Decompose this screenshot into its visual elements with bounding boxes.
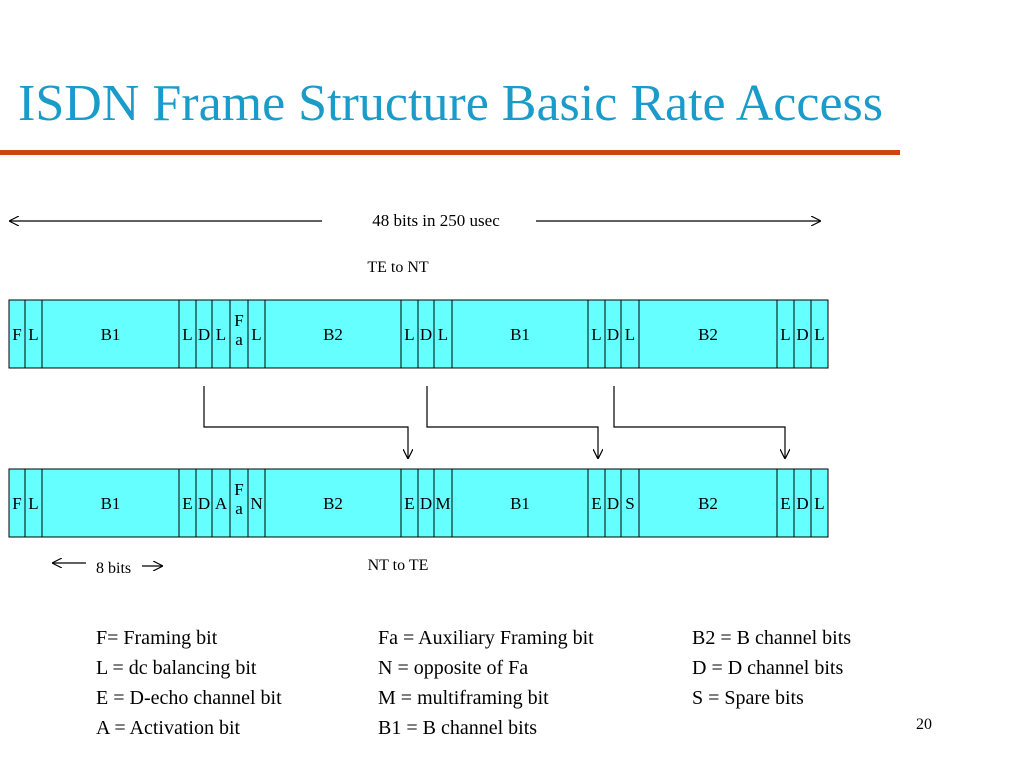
te-to-nt-cell	[810, 299, 829, 369]
legend-item: B1 = B channel bits	[378, 717, 538, 739]
nt-to-te-cell-label: F	[12, 494, 21, 513]
nt-to-te-cell	[638, 468, 778, 538]
connector-arrow-2	[426, 386, 598, 458]
legend-item: S = Spare bits	[692, 687, 804, 709]
te-to-nt-cell-label: L	[404, 325, 414, 344]
te-to-nt-cell-label: D	[198, 325, 210, 344]
nt-to-te-cell-label: S	[625, 494, 634, 513]
nt-to-te-cell-label: D	[607, 494, 619, 513]
te-to-nt-cell-label: L	[591, 325, 601, 344]
legend-item: L = dc balancing bit	[96, 657, 257, 679]
te-to-nt-cell-label: a	[235, 330, 243, 349]
legend-item: E = D-echo channel bit	[96, 687, 282, 709]
te-to-nt-cell	[264, 299, 402, 369]
nt-to-te-cell-label: D	[420, 494, 432, 513]
legend-item: Fa = Auxiliary Framing bit	[378, 627, 594, 649]
nt-to-te-cell	[264, 468, 402, 538]
te-to-nt-cell-label: L	[438, 325, 448, 344]
legend-column-1: F= Framing bit L = dc balancing bit E = …	[96, 623, 282, 743]
nt-to-te-cell-label: E	[182, 494, 192, 513]
te-to-nt-cell-label: L	[216, 325, 226, 344]
te-to-nt-cell-label: D	[607, 325, 619, 344]
te-to-nt-cell-label: L	[251, 325, 261, 344]
nt-to-te-cell-label: E	[591, 494, 601, 513]
nt-to-te-cell-label: M	[435, 494, 450, 513]
nt-to-te-cell-label: D	[796, 494, 808, 513]
legend-item: D = D channel bits	[692, 657, 844, 679]
page-number: 20	[916, 716, 932, 733]
page-title: ISDN Frame Structure Basic Rate Access	[18, 75, 884, 132]
nt-to-te-cell-label: B2	[698, 494, 718, 513]
nt-to-te-cell-label: B1	[510, 494, 530, 513]
bits-label: 8 bits	[96, 560, 131, 577]
nt-to-te-cell-label: D	[198, 494, 210, 513]
title-underline	[0, 150, 900, 155]
legend-item: M = multiframing bit	[378, 687, 549, 709]
te-to-nt-cell	[638, 299, 778, 369]
nt-to-te-cell-label: L	[28, 494, 38, 513]
nt-to-te-cell-label: N	[250, 494, 262, 513]
te-to-nt-cell-label: B2	[323, 325, 343, 344]
nt-to-te-cell-label: L	[814, 494, 824, 513]
te-to-nt-cell	[41, 299, 180, 369]
nt-to-te-cell-label: A	[215, 494, 228, 513]
legend-item: A = Activation bit	[96, 717, 241, 739]
te-to-nt-cell-label: D	[420, 325, 432, 344]
nt-to-te-cell-label: B2	[323, 494, 343, 513]
te-to-nt-cell-label: L	[814, 325, 824, 344]
te-to-nt-label: TE to NT	[367, 259, 429, 276]
te-to-nt-cell-label: D	[796, 325, 808, 344]
te-to-nt-cell-label: B2	[698, 325, 718, 344]
te-to-nt-cell-label: F	[12, 325, 21, 344]
connector-arrow-3	[613, 386, 785, 458]
legend-item: B2 = B channel bits	[692, 627, 852, 649]
nt-to-te-cell-label: F	[234, 480, 243, 499]
legend-item: F= Framing bit	[96, 627, 218, 649]
te-to-nt-cell	[451, 299, 589, 369]
te-to-nt-cell-label: L	[625, 325, 635, 344]
nt-to-te-cell	[451, 468, 589, 538]
te-to-nt-cell-label: F	[234, 311, 243, 330]
legend-column-3: B2 = B channel bits D = D channel bits S…	[692, 623, 851, 713]
nt-to-te-cell-label: B1	[101, 494, 121, 513]
nt-to-te-cell	[810, 468, 829, 538]
te-to-nt-cell-label: B1	[510, 325, 530, 344]
te-to-nt-cell-label: L	[780, 325, 790, 344]
nt-to-te-cell-label: a	[235, 499, 243, 518]
nt-to-te-label: NT to TE	[368, 557, 429, 574]
te-to-nt-cell-label: B1	[101, 325, 121, 344]
nt-to-te-cell-label: E	[404, 494, 414, 513]
connector-arrow-1	[203, 386, 408, 458]
te-to-nt-cell-label: L	[182, 325, 192, 344]
nt-to-te-cell	[41, 468, 180, 538]
span-label: 48 bits in 250 usec	[372, 211, 500, 230]
legend-column-2: Fa = Auxiliary Framing bit N = opposite …	[378, 623, 594, 743]
nt-to-te-cell-label: E	[780, 494, 790, 513]
legend-item: N = opposite of Fa	[378, 657, 529, 679]
te-to-nt-cell-label: L	[28, 325, 38, 344]
